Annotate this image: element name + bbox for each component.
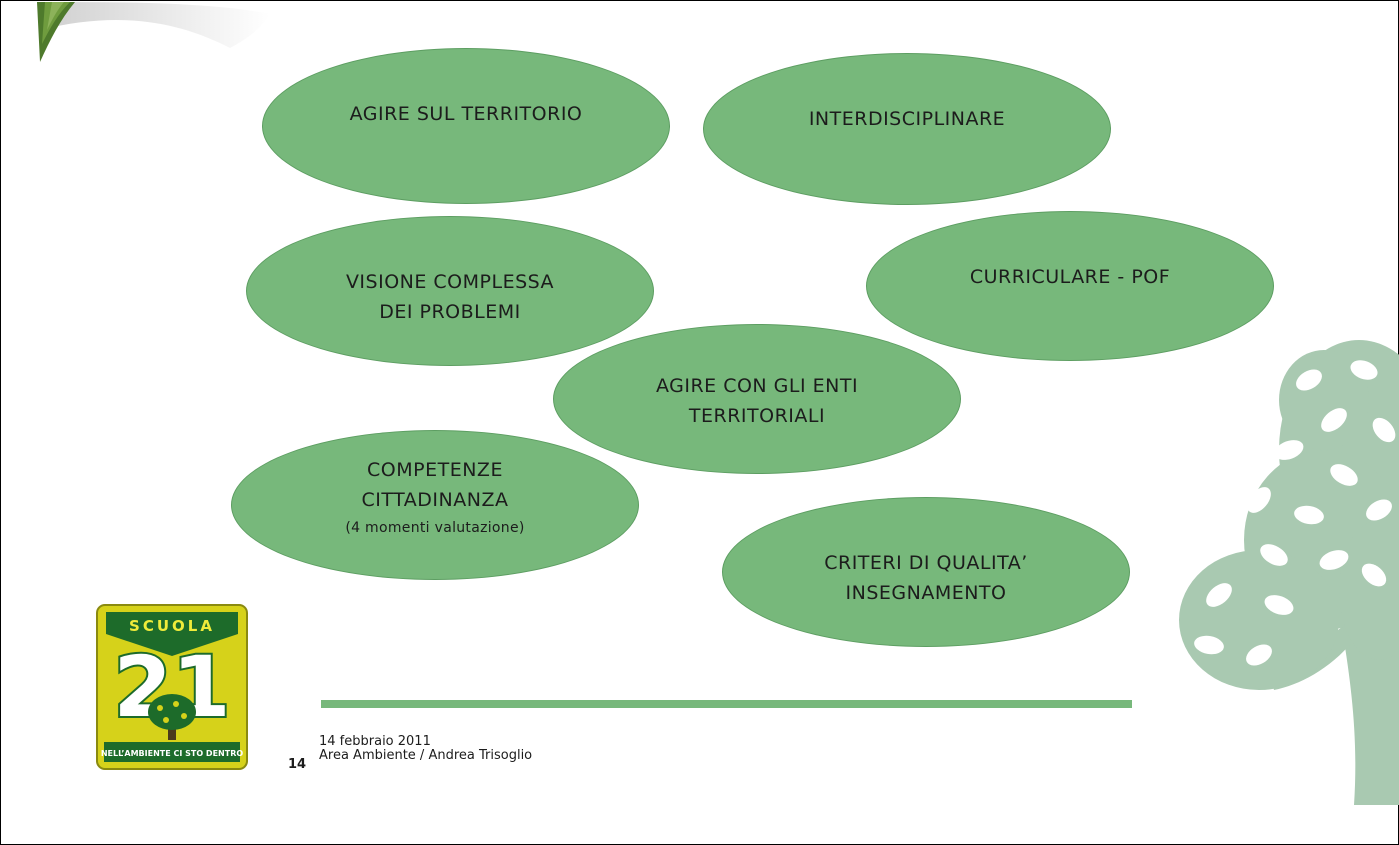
page-number: 14 [288,757,307,772]
ellipse-label: VISIONE COMPLESSA [345,271,555,293]
grass-photo-corner-icon [37,2,270,62]
ellipse-label: AGIRE SUL TERRITORIO [349,103,583,125]
ellipse-label: COMPETENZE [367,459,503,481]
ellipse-agire-sul-territorio: AGIRE SUL TERRITORIO [262,48,670,204]
ellipse-label: CITTADINANZA [361,489,509,511]
ellipse-label: AGIRE CON GLI ENTI [655,375,859,397]
footer-date: 14 febbraio 2011 [319,734,431,749]
ellipse-label: CRITERI DI QUALITA’ [824,552,1028,574]
footer-divider [321,700,1132,708]
ellipse-competenze-cittadinanza: COMPETENZE CITTADINANZA (4 momenti valut… [231,430,639,580]
ellipse-curriculare-pof: CURRICULARE - POF [866,211,1274,361]
ellipse-interdisciplinare: INTERDISCIPLINARE [703,53,1111,205]
tree-icon [1179,340,1399,805]
footer-author: Area Ambiente / Andrea Trisoglio [319,748,533,763]
ellipse-agire-con-gli-enti: AGIRE CON GLI ENTI TERRITORIALI [553,324,961,474]
scuola-21-logo: SCUOLA 21 NELL’AMBIENTE CI STO DENTRO [96,604,248,770]
ellipse-sublabel: (4 momenti valutazione) [345,520,525,536]
ellipse-label: DEI PROBLEMI [379,301,521,323]
ellipse-visione-complessa: VISIONE COMPLESSA DEI PROBLEMI [246,216,654,366]
ellipse-label: INSEGNAMENTO [845,582,1007,604]
ellipse-label: TERRITORIALI [688,405,826,427]
ellipse-criteri-di-qualita: CRITERI DI QUALITA’ INSEGNAMENTO [722,497,1130,647]
ellipse-label: INTERDISCIPLINARE [808,108,1006,130]
logo-tagline: NELL’AMBIENTE CI STO DENTRO [101,749,244,758]
ellipse-label: CURRICULARE - POF [969,266,1171,288]
logo-tree-icon [148,694,196,740]
logo-top-text: SCUOLA [129,617,215,635]
